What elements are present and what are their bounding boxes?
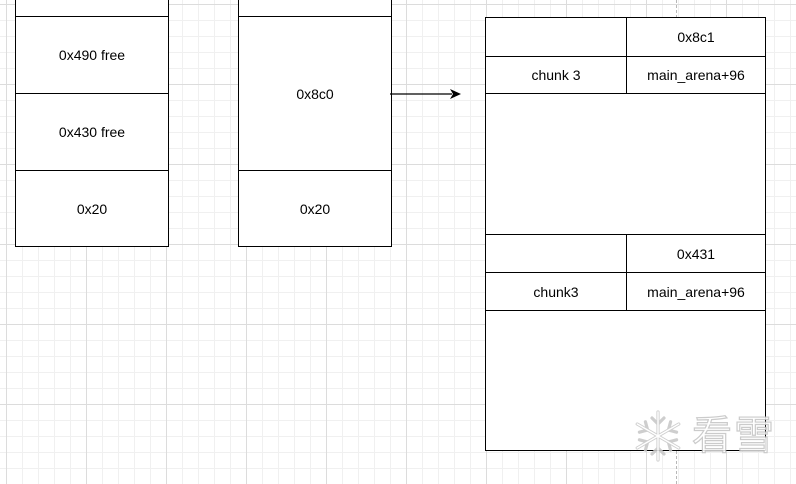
middle-cell-top [238,0,392,17]
watermark: 看雪 [630,404,790,468]
left-cell-0x490-free: 0x490 free [15,16,169,94]
left-cell-top [15,0,169,17]
chunk-a-name-cell: chunk 3 [485,56,627,94]
chunk-b-prev-size-cell [485,234,627,273]
chunk-a-pointer-cell: main_arena+96 [626,56,766,94]
middle-cell-0x20: 0x20 [238,170,392,247]
left-cell-0x430-free: 0x430 free [15,93,169,171]
chunk-b-name-cell: chunk3 [485,272,627,311]
middle-cell-0x8c0: 0x8c0 [238,16,392,171]
arrow-connector [390,89,461,99]
chunk-a-prev-size-cell [485,17,627,57]
snowflake-icon [635,410,681,462]
left-cell-0x20: 0x20 [15,170,169,247]
chunk-b-size-cell: 0x431 [626,234,766,273]
chunk-a-body [485,93,766,235]
chunk-b-pointer-cell: main_arena+96 [626,272,766,311]
chunk-b-body [485,310,766,451]
chunk-a-size-cell: 0x8c1 [626,17,766,57]
watermark-text: 看雪 [691,413,776,459]
